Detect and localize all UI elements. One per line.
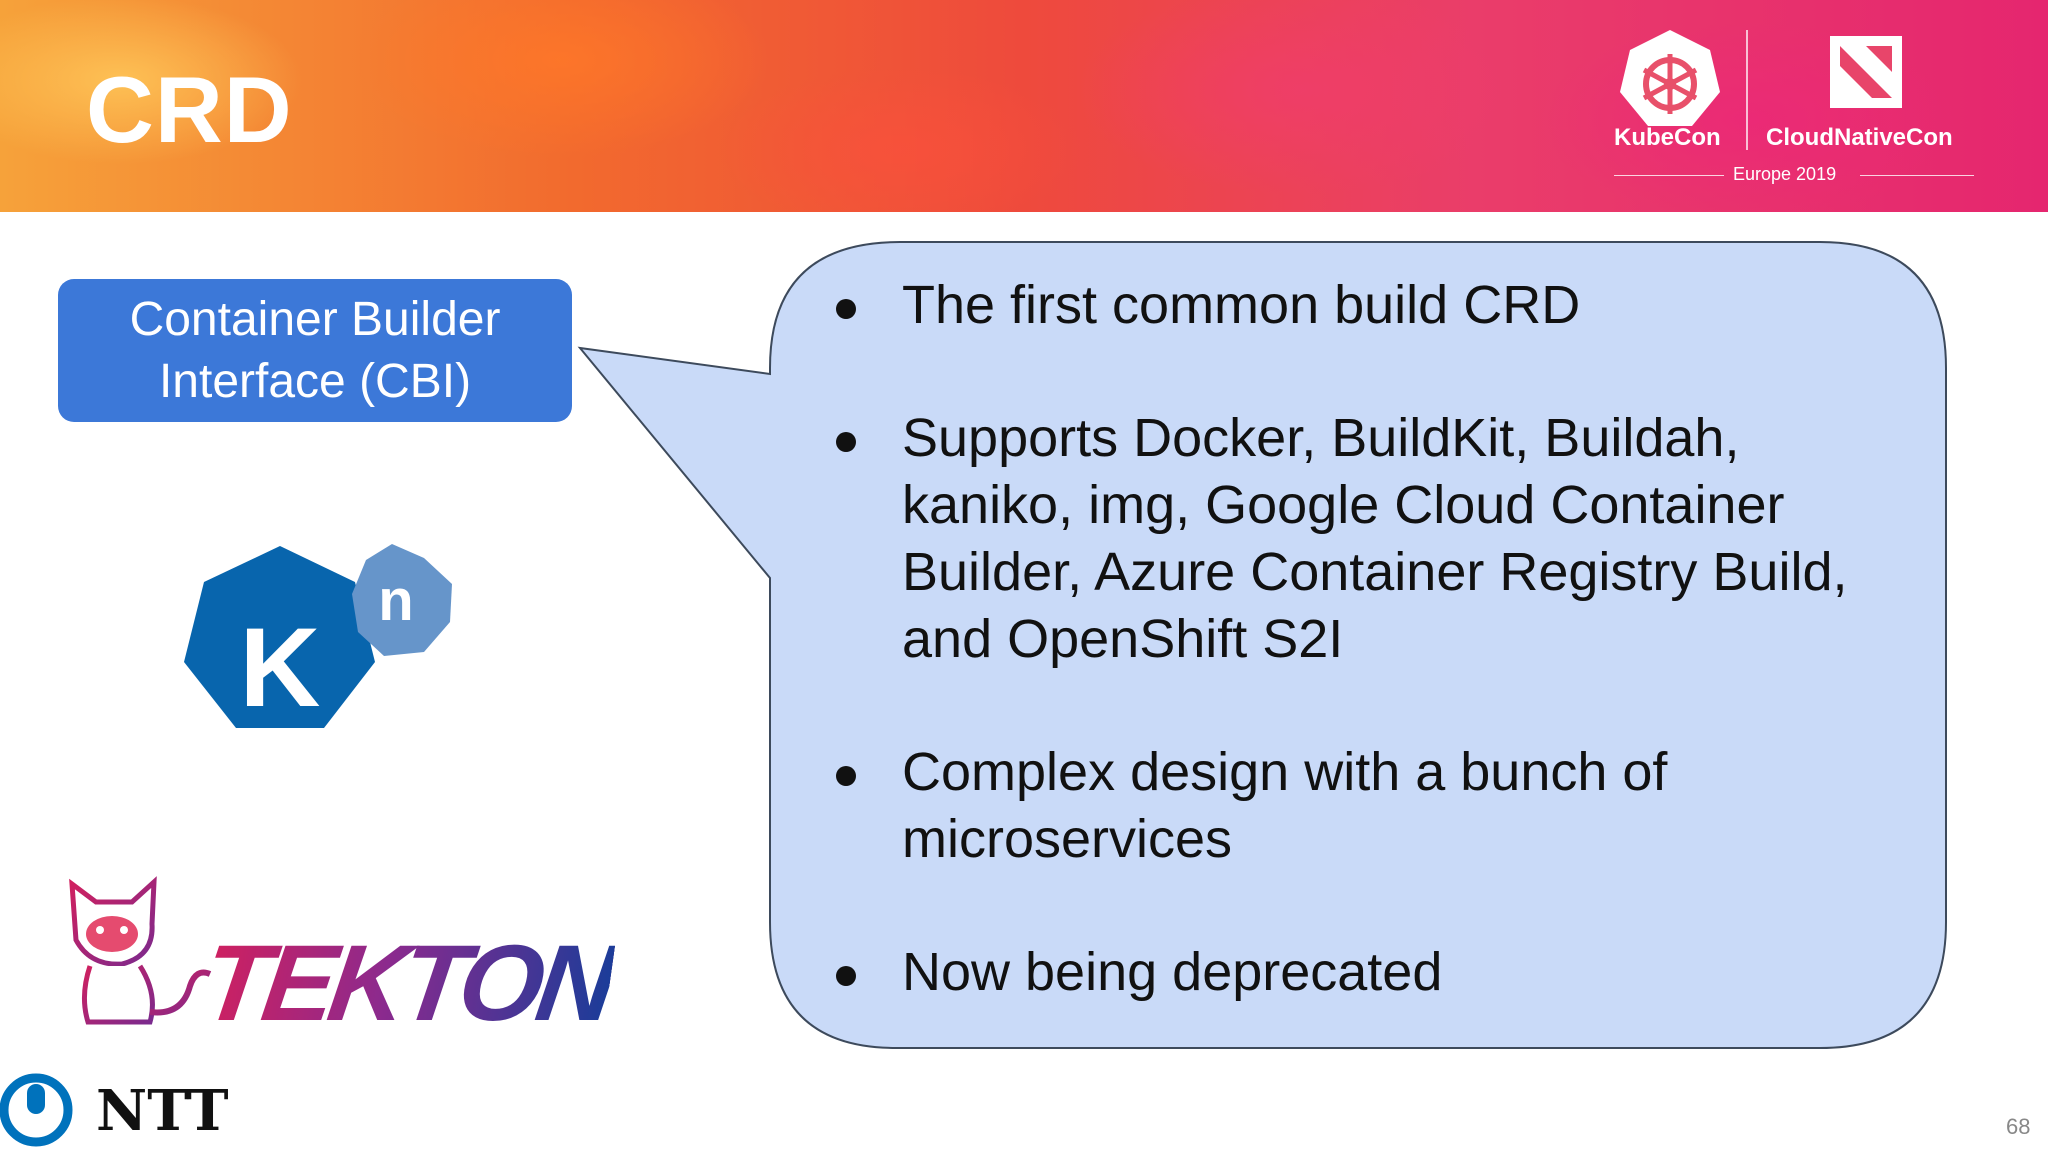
- bullet-text: Complex design with a bunch of microserv…: [902, 742, 1668, 869]
- tekton-cat-icon: [69, 876, 212, 1025]
- page-number: 68: [2006, 1114, 2031, 1139]
- bullet-dot-icon: [836, 432, 856, 452]
- bullet-text: The first common build CRD: [902, 275, 1581, 335]
- knative-k-letter: K: [240, 605, 321, 730]
- header-divider: [1746, 30, 1748, 150]
- bullet-item: Now being deprecated: [830, 939, 1910, 1006]
- cbi-callout-line2: Interface (CBI): [158, 354, 472, 408]
- bullet-item: Supports Docker, BuildKit, Buildah, kani…: [830, 405, 1910, 673]
- event-rule-right: [1860, 175, 1974, 176]
- event-label: Europe 2019: [1733, 164, 1837, 184]
- bullet-dot-icon: [836, 966, 856, 986]
- tekton-wordmark: TEKTON: [195, 922, 619, 1043]
- kubecon-label: KubeCon: [1614, 124, 1721, 151]
- knative-logo-icon: K n: [184, 544, 452, 730]
- kubecon-logo-icon: [1620, 30, 1720, 126]
- bullet-text: Supports Docker, BuildKit, Buildah, kani…: [902, 408, 1848, 669]
- ntt-wordmark: NTT: [96, 1078, 229, 1144]
- cloudnativecon-logo-icon: [1830, 36, 1902, 108]
- cloudnativecon-label: CloudNativeCon: [1766, 124, 1953, 151]
- bullet-item: Complex design with a bunch of microserv…: [830, 739, 1910, 873]
- cbi-callout-line1: Container Builder: [129, 292, 501, 346]
- bullet-dot-icon: [836, 766, 856, 786]
- cbi-callout-box: Container Builder Interface (CBI): [58, 279, 572, 422]
- bullet-list: The first common build CRD Supports Dock…: [830, 272, 1910, 1006]
- knative-n-letter: n: [378, 568, 413, 633]
- bullet-item: The first common build CRD: [830, 272, 1910, 339]
- bullet-dot-icon: [836, 299, 856, 319]
- event-rule-left: [1614, 175, 1724, 176]
- slide-title: CRD: [86, 57, 293, 162]
- bullet-text: Now being deprecated: [902, 942, 1443, 1002]
- ntt-logo-icon: [0, 1073, 73, 1147]
